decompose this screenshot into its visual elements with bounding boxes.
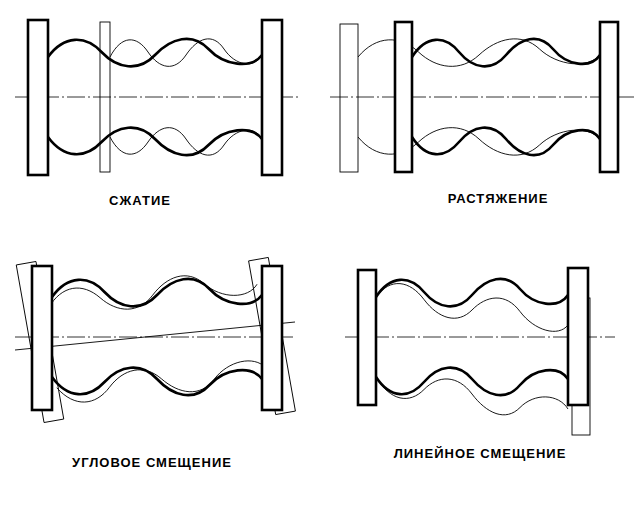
tilted-axis bbox=[15, 322, 295, 350]
flange bbox=[262, 266, 282, 410]
caption-label: ЛИНЕЙНОЕ СМЕЩЕНИЕ bbox=[392, 446, 569, 461]
flange bbox=[395, 22, 412, 172]
bellows bbox=[412, 39, 600, 155]
flange bbox=[32, 266, 52, 410]
center-line bbox=[15, 97, 300, 98]
flange bbox=[358, 270, 376, 405]
caption-label: СЖАТИЕ bbox=[107, 193, 173, 208]
flange-ghost bbox=[16, 261, 63, 422]
bellows-ghost bbox=[46, 268, 267, 406]
lateral-figure bbox=[345, 268, 615, 435]
caption-label: УГЛОВОЕ СМЕЩЕНИЕ bbox=[70, 455, 234, 470]
flange bbox=[600, 22, 618, 172]
bellows-ghost bbox=[376, 279, 568, 425]
compression-figure bbox=[15, 20, 300, 175]
flange bbox=[262, 20, 282, 175]
bellows bbox=[52, 279, 262, 395]
flange bbox=[568, 268, 588, 405]
center-line bbox=[330, 97, 635, 98]
extension-figure bbox=[330, 22, 635, 172]
flange-ghost bbox=[249, 257, 296, 414]
bellows-ghost bbox=[110, 39, 262, 155]
angular-figure bbox=[15, 257, 295, 422]
flange-ghost bbox=[340, 24, 358, 172]
center-line bbox=[15, 337, 295, 338]
flange bbox=[28, 20, 48, 175]
bellows bbox=[376, 279, 568, 395]
bellows bbox=[48, 39, 262, 155]
caption-label: РАСТЯЖЕНИЕ bbox=[446, 191, 551, 206]
flange-ghost bbox=[100, 22, 110, 172]
